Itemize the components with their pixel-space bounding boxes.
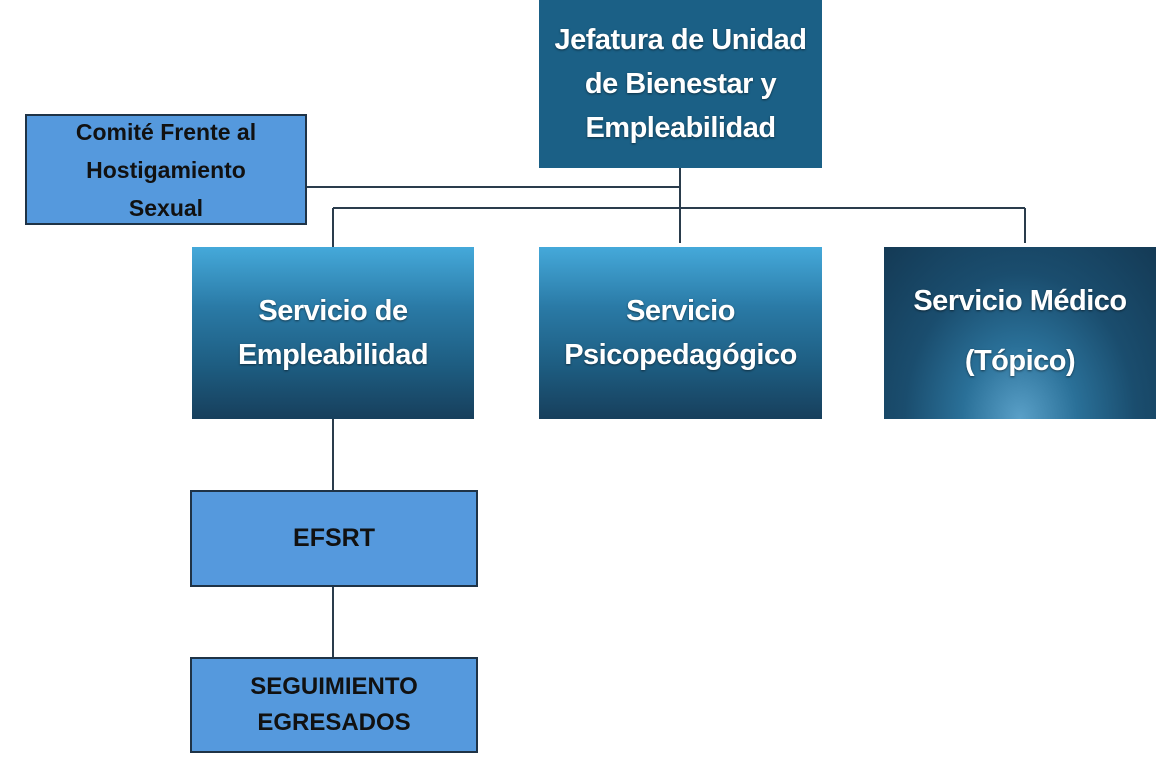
committee-label: Comité Frente al Hostigamiento Sexual [75,118,257,221]
seguimiento-box: SEGUIMIENTO EGRESADOS [190,657,478,753]
head-box: Jefatura de Unidad de Bienestar y Emplea… [539,0,822,168]
service-psicopedagogico-box: Servicio Psicopedagógico [539,247,822,419]
service-empleabilidad-box: Servicio de Empleabilidad [192,247,474,419]
service-label: Servicio Psicopedagógico [564,295,797,371]
service-medico-box: Servicio Médico (Tópico) [884,247,1156,419]
seguimiento-label: SEGUIMIENTO EGRESADOS [250,673,418,736]
efsrt-label: EFSRT [293,524,375,552]
committee-box: Comité Frente al Hostigamiento Sexual [25,114,307,225]
head-label: Jefatura de Unidad de Bienestar y Emplea… [554,24,807,144]
service-label: Servicio de Empleabilidad [237,295,429,371]
service-label: Servicio Médico (Tópico) [913,285,1127,377]
efsrt-box: EFSRT [190,490,478,587]
